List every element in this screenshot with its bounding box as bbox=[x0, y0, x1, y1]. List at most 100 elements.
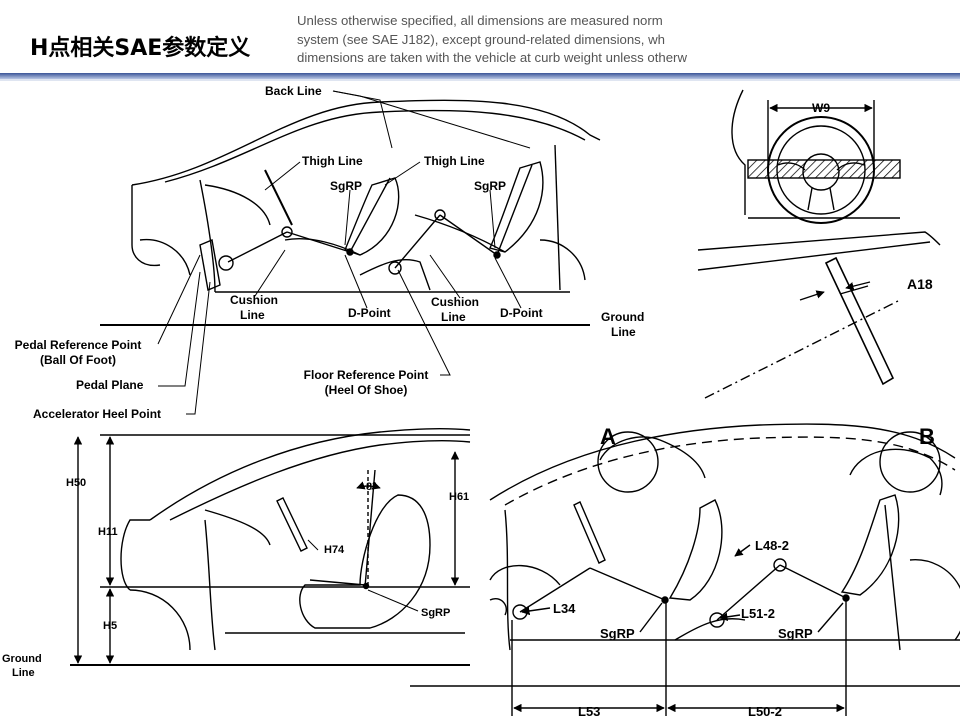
front-wheel-arch-3 bbox=[489, 564, 561, 586]
label-l53: L53 bbox=[578, 704, 600, 719]
l51-2-dimension bbox=[719, 612, 741, 622]
rear-wheel-arch-3 bbox=[909, 559, 960, 641]
roof-outline-3 bbox=[489, 423, 956, 501]
label-line: Cushion bbox=[230, 293, 278, 307]
label-region-a: A bbox=[600, 424, 616, 449]
front-leg-3 bbox=[519, 567, 591, 613]
rear-knee-joint bbox=[434, 209, 446, 221]
rear-seat-cushion bbox=[414, 214, 506, 253]
steering-spoke-left bbox=[777, 162, 806, 171]
label-sgrp-rear-3: SgRP bbox=[778, 626, 813, 641]
label-region-b: B bbox=[919, 424, 935, 449]
label-thigh-line-rear: Thigh Line bbox=[424, 154, 485, 168]
centerline-dashdot bbox=[704, 299, 901, 399]
front-sgrp-point bbox=[346, 248, 354, 256]
label-sgrp-height: SgRP bbox=[421, 607, 450, 619]
front-knee-joint bbox=[281, 226, 293, 238]
hatched-band bbox=[747, 159, 901, 179]
dash-profile bbox=[731, 89, 746, 215]
label-line: Line bbox=[240, 308, 265, 322]
region-a-circle bbox=[597, 431, 659, 493]
dashboard-2 bbox=[204, 509, 271, 546]
a-pillar-3 bbox=[504, 509, 511, 651]
h74-leader bbox=[307, 539, 319, 551]
roof-inner-2 bbox=[169, 440, 471, 521]
label-line: Floor Reference Point bbox=[304, 368, 429, 382]
roof-inner-3 bbox=[504, 436, 956, 506]
label-thigh-line-front: Thigh Line bbox=[302, 154, 363, 168]
label-accelerator-heel-point: Accelerator Heel Point bbox=[33, 407, 161, 421]
front-wheel-arch bbox=[139, 238, 191, 276]
label-a18: A18 bbox=[907, 276, 933, 292]
front-seat-3 bbox=[668, 499, 723, 601]
label-line: Pedal Reference Point bbox=[15, 338, 142, 352]
label-floor-reference-point: Floor Reference Point(Heel Of Shoe) bbox=[304, 368, 429, 397]
header-bar bbox=[0, 73, 960, 79]
car-hood bbox=[131, 185, 161, 267]
l48-2-leader bbox=[734, 544, 751, 557]
rear-thigh-line bbox=[439, 214, 498, 256]
note-line: Unless otherwise specified, all dimensio… bbox=[297, 13, 663, 28]
steering-spoke-bottom bbox=[807, 187, 835, 211]
windshield-pillar bbox=[199, 179, 216, 293]
panel-height-dimensions bbox=[70, 427, 471, 666]
a18-arrow bbox=[845, 281, 871, 291]
windshield-edge bbox=[697, 231, 941, 251]
label-sgrp-front-3: SgRP bbox=[600, 626, 635, 641]
car-roof-inner bbox=[164, 109, 586, 183]
label-d-point-rear: D-Point bbox=[500, 306, 543, 320]
pedal bbox=[199, 239, 221, 291]
front-back-line bbox=[349, 177, 391, 253]
label-line: Ground bbox=[601, 310, 644, 324]
rear-seat-back bbox=[489, 161, 544, 253]
seat-outline-2 bbox=[299, 494, 431, 629]
front-thigh-line bbox=[286, 231, 351, 253]
panel-seating-references bbox=[100, 99, 601, 326]
steering-column-detail bbox=[824, 256, 895, 386]
label-sgrp-rear: SgRP bbox=[474, 179, 506, 193]
steering-wheel-hub bbox=[802, 153, 840, 191]
b-pillar-3 bbox=[884, 504, 901, 651]
header-rule bbox=[0, 79, 960, 81]
roof-outline-2 bbox=[149, 427, 471, 521]
front-thigh-3 bbox=[589, 567, 666, 601]
rear-floor-bump bbox=[359, 258, 431, 291]
front-seat-cushion bbox=[284, 238, 361, 256]
label-line: (Heel Of Shoe) bbox=[325, 383, 408, 397]
windshield-lower bbox=[697, 241, 931, 271]
front-sgrp-3 bbox=[661, 596, 669, 604]
label-back-line: Back Line bbox=[265, 84, 322, 98]
rear-sgrp-point bbox=[493, 251, 501, 259]
steering-column bbox=[264, 169, 293, 226]
front-wheel-arch-2 bbox=[129, 589, 191, 651]
label-line: Line bbox=[441, 310, 466, 324]
front-leg bbox=[227, 231, 288, 263]
header-note: Unless otherwise specified, all dimensio… bbox=[297, 12, 709, 68]
label-line: Line bbox=[611, 325, 636, 339]
rear-leg-3 bbox=[716, 564, 781, 621]
panel-seating-references-labels: Back Line Thigh Line Thigh Line SgRP SgR… bbox=[15, 84, 645, 421]
label-sgrp-front: SgRP bbox=[330, 179, 362, 193]
rear-wheel-arch bbox=[539, 239, 586, 281]
region-b-circle bbox=[879, 431, 941, 493]
label-w9: W9 bbox=[812, 101, 830, 115]
a18-reference bbox=[839, 285, 869, 295]
h74-line bbox=[309, 579, 366, 586]
panel-length-dimensions-labels: A B L48-2 L34 SgRP L51-2 SgRP L53 L50-2 bbox=[553, 424, 935, 719]
label-line: Line bbox=[12, 667, 35, 679]
label-h5: H5 bbox=[103, 620, 117, 632]
steering-3 bbox=[573, 501, 606, 564]
label-h61: H61 bbox=[449, 491, 469, 503]
panel-steering-wheel-detail bbox=[697, 89, 941, 399]
label-pedal-reference-point: Pedal Reference Point(Ball Of Foot) bbox=[15, 338, 142, 367]
note-line: system (see SAE J182), except ground-rel… bbox=[297, 31, 665, 47]
label-pedal-plane: Pedal Plane bbox=[76, 378, 144, 392]
rear-back-line bbox=[496, 164, 533, 256]
steering-2 bbox=[276, 497, 308, 552]
leader-lines bbox=[157, 90, 531, 415]
region-a-ellipse bbox=[599, 436, 706, 479]
label-line: Cushion bbox=[431, 295, 479, 309]
